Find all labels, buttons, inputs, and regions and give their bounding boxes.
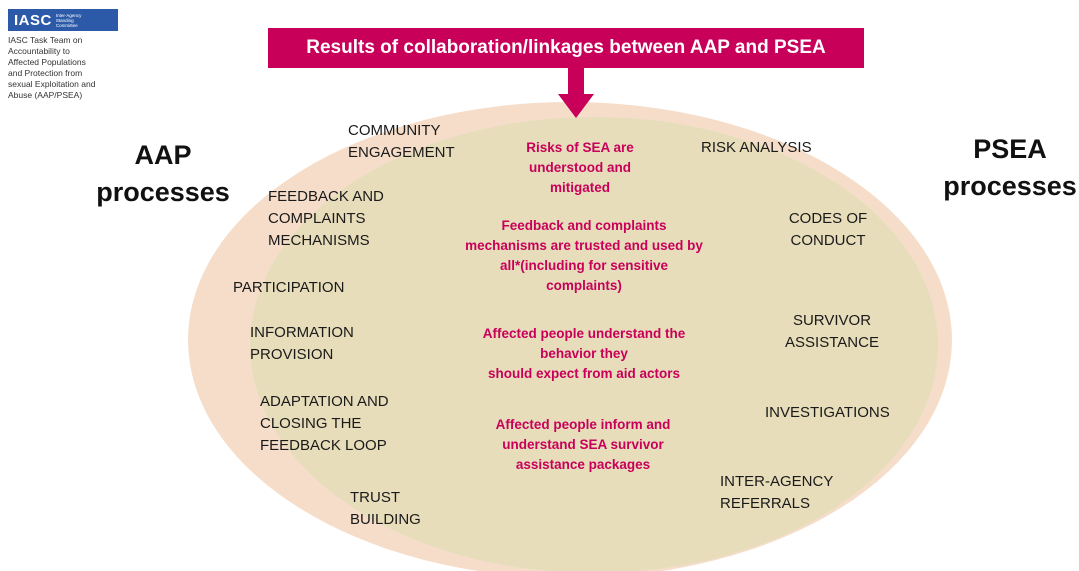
aap-item-trust-building: TRUST BUILDING	[350, 489, 421, 528]
aap-item-adaptation: ADAPTATION AND CLOSING THE FEEDBACK LOOP	[260, 393, 389, 454]
psea-item-codes-of-conduct: CODES OF CONDUCT	[788, 210, 868, 249]
logo-caption: IASC Task Team on Accountability to Affe…	[8, 35, 96, 100]
psea-item-survivor-assistance: SURVIVOR ASSISTANCE	[785, 312, 879, 351]
arrow-down-icon	[558, 66, 594, 118]
result-survivor-assistance: Affected people inform and understand SE…	[495, 417, 671, 472]
result-risks-of-sea: Risks of SEA are understood and mitigate…	[526, 140, 634, 195]
results-banner: Results of collaboration/linkages betwee…	[268, 28, 864, 68]
logo-badge: IASC Inter-Agency Standing Committee	[8, 9, 118, 31]
psea-item-investigations: INVESTIGATIONS	[765, 404, 890, 421]
psea-item-risk-analysis: RISK ANALYSIS	[701, 139, 812, 156]
logo-abbr: IASC	[14, 11, 52, 29]
aap-title: AAP processes	[96, 140, 230, 207]
psea-title: PSEA processes	[943, 134, 1077, 201]
aap-item-feedback-complaints: FEEDBACK AND COMPLAINTS MECHANISMS	[268, 188, 384, 249]
result-expected-behavior: Affected people understand the behavior …	[482, 326, 686, 381]
psea-item-inter-agency-referrals: INTER-AGENCY REFERRALS	[720, 473, 834, 512]
overlap-region	[250, 117, 938, 571]
aap-item-information-provision: INFORMATION PROVISION	[250, 324, 354, 363]
result-feedback-trusted: Feedback and complaints mechanisms are t…	[465, 218, 703, 293]
aap-item-community-engagement: COMMUNITY ENGAGEMENT	[348, 122, 455, 161]
aap-item-participation: PARTICIPATION	[233, 279, 345, 296]
iasc-logo: IASC Inter-Agency Standing Committee IAS…	[8, 9, 120, 101]
logo-full-name: Inter-Agency Standing Committee	[55, 12, 82, 28]
